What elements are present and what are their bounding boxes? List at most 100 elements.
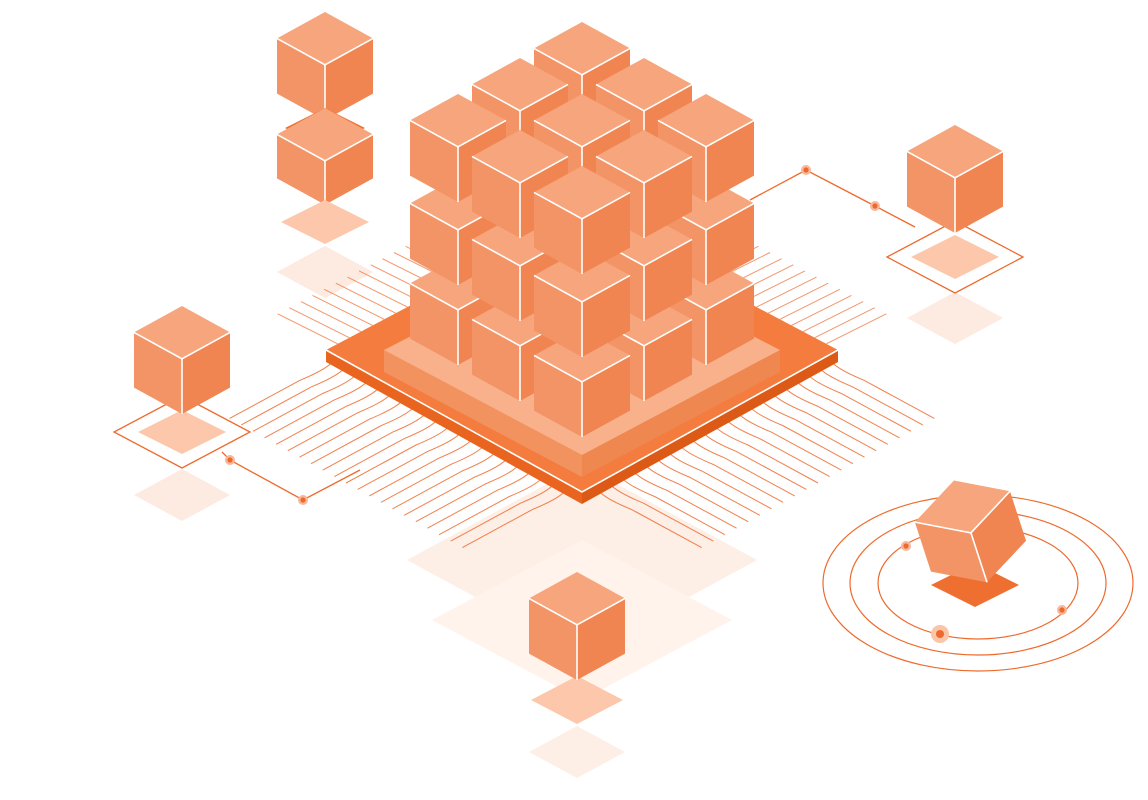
chip-pin: [275, 381, 385, 445]
chip-pin: [252, 369, 362, 432]
cube-top-face: [534, 166, 630, 219]
chip-board-side: [326, 350, 582, 504]
cube-top-face: [658, 94, 754, 147]
cube-top-face: [277, 108, 373, 161]
chip-pin: [825, 356, 935, 419]
cube-shadow: [138, 410, 226, 454]
chip-pin: [744, 401, 854, 465]
chip-pin: [756, 394, 865, 458]
data-cube-icon: [914, 480, 1027, 583]
chip-pin: [403, 452, 513, 516]
chip-pin: [241, 362, 350, 426]
chip-pin: [791, 375, 900, 439]
connector-node-icon: [1059, 607, 1065, 613]
chip-pin: [686, 433, 795, 497]
cube-shadow: [911, 235, 999, 279]
cube-reflection: [529, 726, 625, 778]
chip-pin: [767, 388, 877, 452]
cube-right-face: [970, 491, 1027, 583]
chip-pin: [277, 313, 338, 345]
chip-pin: [814, 362, 923, 426]
cube-cluster: [409, 22, 755, 437]
connector-node-icon: [936, 630, 944, 638]
connector-lines: [221, 165, 916, 505]
cube-top-face: [472, 58, 568, 111]
chip-pin: [310, 401, 420, 465]
chip-board-side: [582, 350, 838, 504]
cube-shadow: [281, 200, 369, 244]
chip-edge-highlight: [325, 349, 839, 493]
data-cube-icon: [276, 12, 374, 120]
chip-pin: [345, 420, 455, 484]
data-cube-icon: [906, 125, 1004, 233]
chip-pin: [744, 270, 806, 302]
chip-pin: [791, 295, 852, 326]
chip-pin: [756, 276, 817, 308]
chip-pin: [779, 381, 889, 445]
chip-pin: [709, 420, 819, 484]
chip-pin: [814, 307, 875, 339]
cube-top-face: [907, 125, 1003, 178]
chip-pin: [289, 307, 350, 339]
chip-pin: [322, 407, 432, 471]
connector-node-icon: [227, 457, 233, 463]
connector-line: [749, 169, 916, 228]
cube-platform-outline: [112, 395, 252, 469]
chip-pin: [264, 375, 373, 439]
orbit-rings: [822, 480, 1134, 672]
cube-reflection: [907, 292, 1003, 344]
chip-pin: [392, 446, 501, 510]
chip-pin: [287, 388, 397, 452]
cube-top-face: [410, 94, 506, 147]
cube-edge-highlight: [970, 532, 988, 583]
chip-pin: [334, 414, 443, 477]
chip-tier-side: [384, 350, 582, 477]
chip-pin: [802, 301, 864, 333]
cube-left-face: [277, 134, 325, 205]
cube-reflection: [277, 246, 373, 298]
chip-pin: [347, 276, 408, 308]
chip-pin: [721, 414, 830, 477]
cube-top-face: [914, 480, 1010, 533]
chip-tier-side: [582, 350, 780, 477]
cube-top-face: [472, 130, 568, 183]
chip-pin: [369, 433, 478, 497]
cube-left-face: [914, 522, 987, 583]
chip-pin: [767, 282, 829, 314]
data-cube-icon: [533, 166, 631, 274]
chip-pin: [335, 282, 397, 314]
chip-pin: [779, 288, 841, 320]
satellite-cubes: [112, 12, 1025, 724]
chip-pin: [697, 427, 807, 490]
chip-pin: [663, 446, 772, 510]
chip-pin: [229, 356, 339, 419]
data-cube-icon: [133, 306, 231, 414]
connector-node-icon: [872, 203, 878, 209]
chip-pin: [826, 313, 887, 345]
chip-pin: [358, 270, 420, 302]
chip-pin: [300, 301, 362, 333]
chip-pin: [357, 427, 467, 490]
chip-pin: [674, 440, 784, 503]
chip-pin: [323, 288, 385, 320]
cube-shadow: [531, 676, 623, 724]
chip-pin: [380, 440, 490, 503]
connector-node-icon: [803, 167, 809, 173]
connector-node-icon: [903, 543, 909, 549]
connector-node-icon: [300, 497, 306, 503]
data-cube-icon: [276, 108, 374, 205]
cube-top-face: [596, 130, 692, 183]
connector-line: [221, 451, 361, 501]
chip-pin: [299, 394, 408, 458]
data-cube-icon: [528, 572, 626, 680]
cube-reflection: [134, 469, 230, 521]
cube-top-face: [534, 94, 630, 147]
chip-pin: [732, 407, 842, 471]
data-cube-icon: [533, 249, 631, 357]
chip-pin: [312, 295, 373, 326]
cube-right-face: [325, 134, 373, 205]
cube-top-face: [596, 58, 692, 111]
chip-pin: [651, 452, 761, 516]
chip-pin: [802, 369, 912, 432]
